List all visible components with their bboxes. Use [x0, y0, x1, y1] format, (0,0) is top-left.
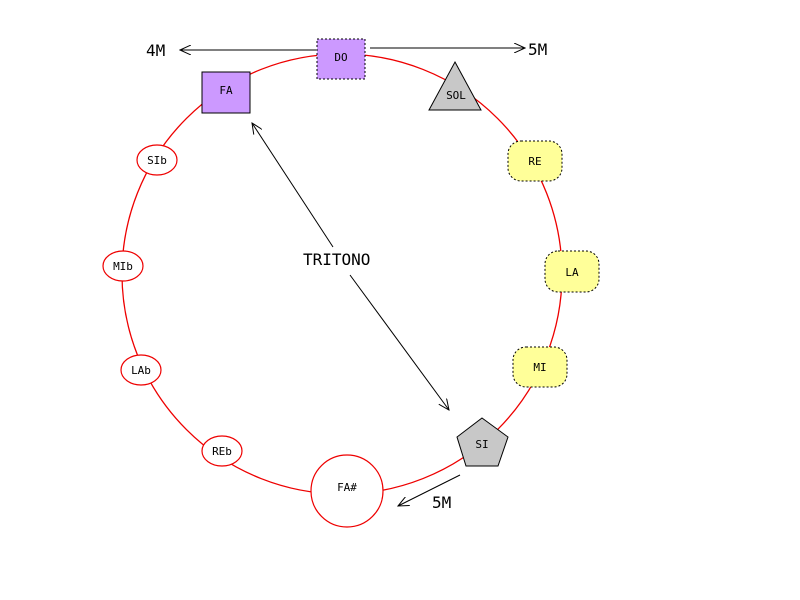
note-fa-sharp: FA# — [310, 454, 384, 528]
label-4m: 4M — [146, 41, 165, 60]
note-re: RE — [507, 140, 563, 182]
svg-text:MI: MI — [533, 361, 546, 374]
label-5m-bottom: 5M — [432, 493, 451, 512]
note-re-flat: REb — [201, 435, 243, 467]
note-sol: SOL — [428, 60, 482, 111]
svg-text:REb: REb — [212, 445, 232, 458]
note-la: LA — [544, 250, 600, 293]
tritone-arrow-up — [252, 123, 334, 248]
note-la-flat: LAb — [120, 354, 162, 386]
tritone-label: TRITONO — [303, 250, 370, 269]
arrow-bottom-5m — [398, 474, 461, 506]
svg-text:RE: RE — [528, 155, 541, 168]
note-mi-flat: MIb — [102, 250, 144, 282]
svg-text:SOL: SOL — [446, 89, 466, 102]
svg-text:FA#: FA# — [337, 481, 357, 494]
note-do: DO — [316, 38, 366, 80]
note-mi: MI — [512, 346, 568, 388]
label-5m-top: 5M — [528, 40, 547, 59]
note-si-flat: SIb — [136, 144, 178, 176]
svg-text:FA: FA — [219, 84, 233, 97]
svg-text:SI: SI — [475, 438, 488, 451]
note-si: SI — [456, 417, 509, 467]
svg-text:LA: LA — [565, 266, 579, 279]
tritone-arrow-down — [349, 274, 449, 410]
svg-text:MIb: MIb — [113, 260, 133, 273]
svg-text:DO: DO — [334, 51, 347, 64]
svg-text:LAb: LAb — [131, 364, 151, 377]
svg-text:SIb: SIb — [147, 154, 167, 167]
note-fa: FA — [201, 71, 251, 114]
